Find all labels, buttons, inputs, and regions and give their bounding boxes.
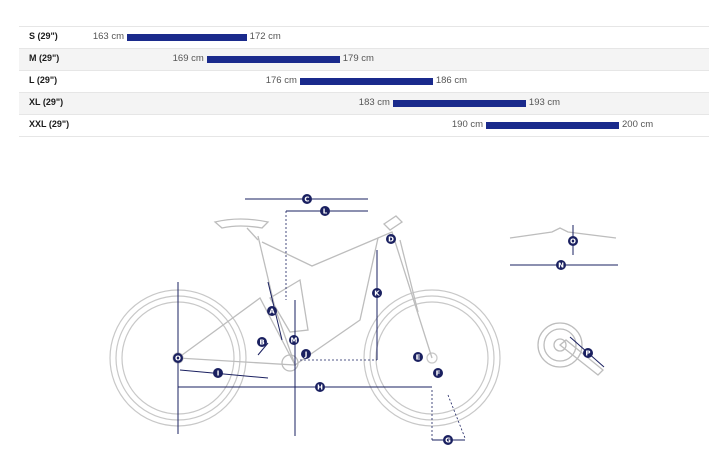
marker-h-icon: H bbox=[315, 382, 325, 392]
geometry-diagram: A B C D E F G H I J K L M N O O P bbox=[0, 180, 720, 466]
marker-label: C bbox=[304, 196, 309, 204]
marker-b-icon: B bbox=[257, 337, 267, 347]
marker-label: K bbox=[374, 290, 380, 298]
size-row-l: L (29") 176 cm 186 cm bbox=[19, 71, 709, 93]
size-row-m: M (29") 169 cm 179 cm bbox=[19, 49, 709, 71]
range-max-label: 193 cm bbox=[528, 97, 561, 108]
marker-g-icon: G bbox=[443, 435, 453, 445]
range-bar bbox=[206, 56, 340, 63]
range-min-label: 190 cm bbox=[451, 119, 484, 130]
marker-n-icon: N bbox=[556, 260, 566, 270]
marker-label: L bbox=[323, 208, 328, 216]
marker-o-icon: O bbox=[173, 353, 183, 363]
marker-p-icon: P bbox=[583, 348, 593, 358]
marker-label: J bbox=[304, 351, 308, 359]
range-bar bbox=[127, 34, 247, 41]
marker-l-icon: L bbox=[320, 206, 330, 216]
range-bar bbox=[392, 100, 526, 107]
range-max-label: 186 cm bbox=[435, 75, 467, 86]
marker-label: O bbox=[570, 238, 576, 246]
marker-label: I bbox=[217, 370, 220, 378]
marker-f-icon: F bbox=[433, 368, 443, 378]
crankset-detail bbox=[537, 322, 605, 376]
size-label: S (29") bbox=[29, 31, 58, 41]
marker-d-icon: D bbox=[386, 234, 396, 244]
marker-m-icon: M bbox=[289, 335, 299, 345]
measurement-lines bbox=[177, 198, 466, 441]
size-label: XXL (29") bbox=[29, 119, 70, 129]
marker-label: O bbox=[175, 355, 181, 363]
bike-geometry-svg: A B C D E F G H I J K L M N O O P bbox=[109, 194, 618, 445]
range-min-label: 163 cm bbox=[92, 31, 124, 42]
range-bar bbox=[299, 78, 433, 85]
size-label: XL (29") bbox=[29, 97, 64, 107]
marker-k-icon: K bbox=[372, 288, 382, 298]
marker-label: G bbox=[445, 437, 451, 445]
marker-label: N bbox=[558, 262, 564, 270]
range-min-label: 169 cm bbox=[172, 53, 204, 64]
range-max-label: 172 cm bbox=[249, 31, 281, 42]
marker-label: F bbox=[436, 370, 441, 378]
range-min-label: 176 cm bbox=[265, 75, 297, 86]
size-row-s: S (29") 163 cm 172 cm bbox=[19, 26, 709, 49]
size-row-xl: XL (29") 183 cm 193 cm bbox=[19, 93, 709, 115]
marker-label: P bbox=[585, 350, 590, 358]
marker-e-icon: E bbox=[413, 352, 423, 362]
marker-label: H bbox=[317, 384, 323, 392]
size-label: L (29") bbox=[29, 75, 58, 85]
marker-label: M bbox=[291, 337, 298, 345]
marker-c-icon: C bbox=[302, 194, 312, 204]
marker-i-icon: I bbox=[213, 368, 223, 378]
handlebar-detail bbox=[509, 225, 618, 266]
range-max-label: 179 cm bbox=[342, 53, 374, 64]
marker-j-icon: J bbox=[301, 349, 311, 359]
range-max-label: 200 cm bbox=[622, 119, 654, 130]
marker-label: E bbox=[416, 354, 421, 362]
size-chart: S (29") 163 cm 172 cm M (29") 169 cm 179… bbox=[19, 26, 709, 137]
marker-label: D bbox=[388, 236, 394, 244]
range-min-label: 183 cm bbox=[358, 97, 390, 108]
size-label: M (29") bbox=[29, 53, 60, 63]
marker-label: A bbox=[269, 308, 275, 316]
range-bar bbox=[486, 122, 619, 129]
marker-o-handlebar-icon: O bbox=[568, 236, 578, 246]
marker-label: B bbox=[259, 339, 264, 347]
size-row-xxl: XXL (29") 190 cm 200 cm bbox=[19, 115, 709, 137]
bike-frame bbox=[176, 215, 433, 372]
marker-a-icon: A bbox=[267, 306, 277, 316]
